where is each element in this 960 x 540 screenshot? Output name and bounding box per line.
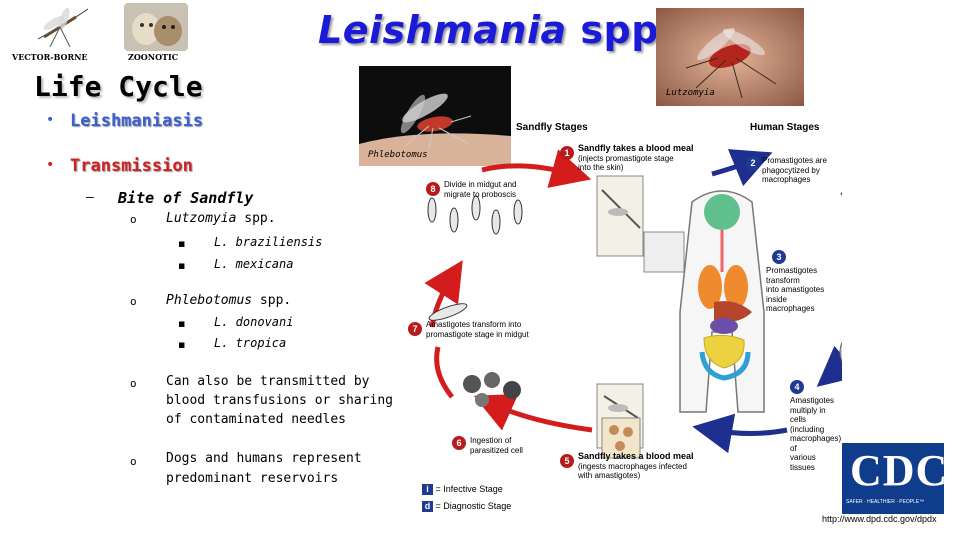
stage-8-line2: migrate to proboscis xyxy=(444,189,517,199)
stage-2-text: Promastigotes are phagocytized by macrop… xyxy=(762,156,827,185)
diagnostic-stage-icon: d xyxy=(422,501,433,512)
bullet-leishmaniasis: Leishmaniasis xyxy=(70,111,204,131)
stage-2-line1: Promastigotes are xyxy=(762,156,827,165)
stage-3-line3: macrophages xyxy=(766,304,815,313)
zoonotic-icon xyxy=(124,3,188,51)
page-title: Leishmania spp. xyxy=(318,8,674,52)
legend-infective-text: = Infective Stage xyxy=(435,484,503,494)
legend-infective: i = Infective Stage xyxy=(422,484,503,495)
cdc-logo: CDC SAFER · HEALTHIER · PEOPLE™ xyxy=(842,443,947,514)
note-transfusion-line2: blood transfusions or sharing xyxy=(166,393,393,408)
stage-5-title: Sandfly takes a blood meal xyxy=(578,451,694,461)
square-marker: ▪ xyxy=(178,259,186,272)
stage-2-number: 2 xyxy=(746,156,760,170)
note-transfusion-line1: Can also be transmitted by xyxy=(166,374,370,389)
stage-7-line1: Amastigotes transform into xyxy=(426,320,522,329)
cdc-logo-text: CDC xyxy=(850,446,949,495)
section-subtitle: Life Cycle xyxy=(34,70,203,103)
cdc-url: http://www.dpd.cdc.gov/dpdx xyxy=(822,514,937,524)
stage-8-text: Divide in midgut and migrate to probosci… xyxy=(444,180,516,199)
stage-8-number: 8 xyxy=(426,182,440,196)
genus-lutzomyia: Lutzomyia spp. xyxy=(166,211,276,226)
genus-lutzomyia-name: Lutzomyia xyxy=(166,211,237,226)
bullet-transmission: Transmission xyxy=(70,156,193,176)
bullet-dot: • xyxy=(46,112,55,128)
stage-6-line2: parasitized cell xyxy=(470,445,523,455)
infective-stage-icon: i xyxy=(422,484,433,495)
stage-1-sub1: (injects promastigote stage xyxy=(578,153,674,163)
legend-diagnostic: d = Diagnostic Stage xyxy=(422,501,511,512)
species-braziliensis: L. braziliensis xyxy=(214,235,323,249)
life-cycle-diagram: Sandfly Stages Human Stages 1 Sandfly ta… xyxy=(392,112,842,522)
sandfly-stages-header: Sandfly Stages xyxy=(516,122,588,133)
stage-1-sub2: into the skin) xyxy=(578,163,624,172)
square-marker: ▪ xyxy=(178,317,186,330)
note-reservoirs-line2: predominant reservoirs xyxy=(166,471,339,486)
circle-marker: o xyxy=(130,377,137,390)
stage-1-text: Sandfly takes a blood meal (injects prom… xyxy=(578,143,694,173)
stage-5-sub1: (ingests macrophages infected xyxy=(578,461,687,471)
stage-6-text: Ingestion of parasitized cell xyxy=(470,436,523,455)
genus-phlebotomus-name: Phlebotomus xyxy=(166,293,253,308)
legend-diagnostic-text: = Diagnostic Stage xyxy=(435,501,512,511)
title-genus: Leishmania xyxy=(318,8,567,52)
stage-4-line2: (including macrophages) of xyxy=(790,424,842,453)
stage-2-line2: phagocytized by xyxy=(762,165,820,175)
species-tropica: L. tropica xyxy=(214,336,287,350)
lutzomyia-caption: Lutzomyia xyxy=(666,88,715,98)
stage-3-line2: into amastigotes inside xyxy=(766,285,825,304)
stage-4-line3: various tissues xyxy=(790,453,816,472)
vector-borne-label: VECTOR-BORNE xyxy=(12,52,88,62)
vector-borne-icon xyxy=(30,3,94,51)
stage-4-text: Amastigotes multiply in cells (including… xyxy=(790,396,842,472)
stage-3-line1: Promastigotes transform xyxy=(766,266,818,285)
human-stages-header: Human Stages xyxy=(750,122,820,133)
stage-7-number: 7 xyxy=(408,322,422,336)
stage-5-number: 5 xyxy=(560,454,574,468)
lutzomyia-photo xyxy=(656,8,804,106)
stage-1-number: 1 xyxy=(560,146,574,160)
note-transfusion-line3: of contaminated needles xyxy=(166,412,347,427)
stage-4-number: 4 xyxy=(790,380,804,394)
square-marker: ▪ xyxy=(178,237,186,250)
bullet-dot: • xyxy=(46,157,55,173)
stage-8-line1: Divide in midgut and xyxy=(444,180,517,189)
stage-1-title: Sandfly takes a blood meal xyxy=(578,143,694,153)
stage-4-line1: Amastigotes multiply in cells xyxy=(790,396,835,424)
stage-6-line1: Ingestion of xyxy=(470,436,512,445)
stage-3-text: Promastigotes transform into amastigotes… xyxy=(766,266,842,314)
stage-5-text: Sandfly takes a blood meal (ingests macr… xyxy=(578,451,694,481)
circle-marker: o xyxy=(130,455,137,468)
species-mexicana: L. mexicana xyxy=(214,257,294,271)
zoonotic-label: ZOONOTIC xyxy=(128,52,179,62)
stage-5-sub2: with amastigotes) xyxy=(578,471,641,480)
note-reservoirs-line1: Dogs and humans represent xyxy=(166,451,362,466)
stage-3-number: 3 xyxy=(772,250,786,264)
square-marker: ▪ xyxy=(178,338,186,351)
phlebotomus-photo xyxy=(359,66,511,166)
stage-7-text: Amastigotes transform into promastigote … xyxy=(426,320,529,339)
stage-2-line3: macrophages xyxy=(762,175,811,184)
circle-marker: o xyxy=(130,295,137,308)
genus-lutzomyia-suffix: spp. xyxy=(236,211,276,226)
dash-marker: – xyxy=(86,190,94,205)
stage-6-number: 6 xyxy=(452,436,466,450)
circle-marker: o xyxy=(130,213,137,226)
cdc-tagline: SAFER · HEALTHIER · PEOPLE™ xyxy=(846,499,925,505)
phlebotomus-caption: Phlebotomus xyxy=(368,150,428,160)
bite-of-sandfly: Bite of Sandfly xyxy=(118,189,254,207)
genus-phlebotomus-suffix: spp. xyxy=(252,293,292,308)
genus-phlebotomus: Phlebotomus spp. xyxy=(166,293,291,308)
species-donovani: L. donovani xyxy=(214,315,294,329)
stage-7-line2: promastigote stage in midgut xyxy=(426,329,529,339)
